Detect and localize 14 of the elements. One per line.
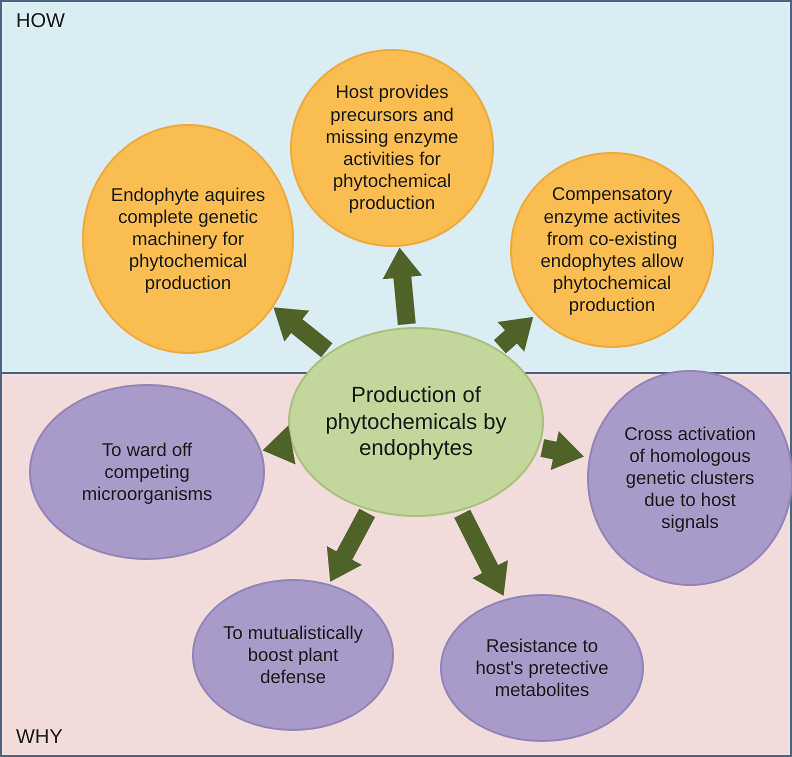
node-text: To ward off competing microorganisms xyxy=(80,438,214,506)
node-text: Compensatory enzyme activites from co-existing endophytes allow phytochemical production xyxy=(540,183,684,317)
node-text: Production of phytochemicals by endophytes xyxy=(324,382,508,462)
section-band xyxy=(0,0,792,374)
section-label: WHY xyxy=(16,726,63,749)
block-arrow xyxy=(382,246,422,326)
node-text: Host provides precursors and missing enzyme activities for phytochemical production xyxy=(324,81,460,215)
block-arrow xyxy=(540,430,586,470)
section-label: HOW xyxy=(16,10,65,33)
node-text: Resistance to host's pretective metabolites xyxy=(474,634,610,702)
node-text: Endophyte aquires complete genetic machinery for phytochemical production xyxy=(110,184,266,294)
node-text: Cross activation of homologous genetic clusters due to host signals xyxy=(623,422,757,534)
block-arrow xyxy=(260,425,296,465)
node-text: To mutualistically boost plant defense xyxy=(222,622,364,688)
